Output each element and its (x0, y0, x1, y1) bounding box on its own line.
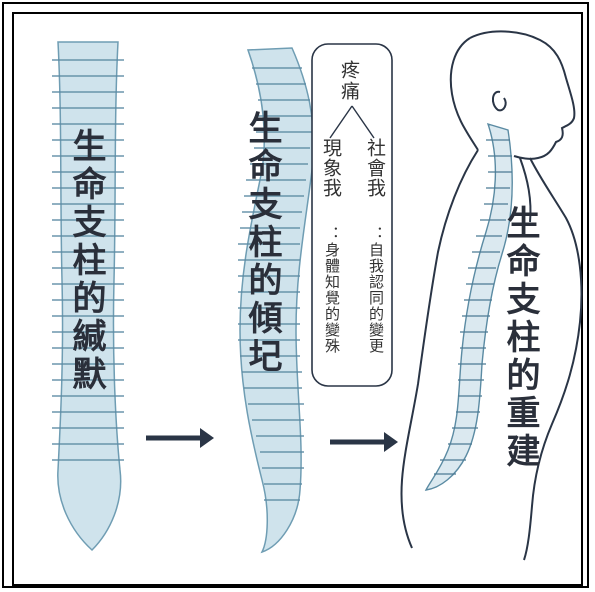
arrow-2 (330, 432, 398, 452)
pain-label: 疼痛 (336, 60, 363, 102)
phenomenal-self-desc: ：身體知覺的變殊 (322, 226, 343, 354)
title-rebuild: 生命支柱的重建 (496, 205, 545, 471)
arrow-1 (146, 428, 214, 448)
social-self-label: 社會我 (362, 138, 389, 198)
phenomenal-self-label: 現象我 (318, 138, 345, 198)
social-self-desc: ：自我認同的變更 (366, 226, 387, 354)
title-silence: 生命支柱的緘默 (62, 128, 111, 394)
title-tilt: 生命支柱的傾圮 (238, 110, 287, 376)
